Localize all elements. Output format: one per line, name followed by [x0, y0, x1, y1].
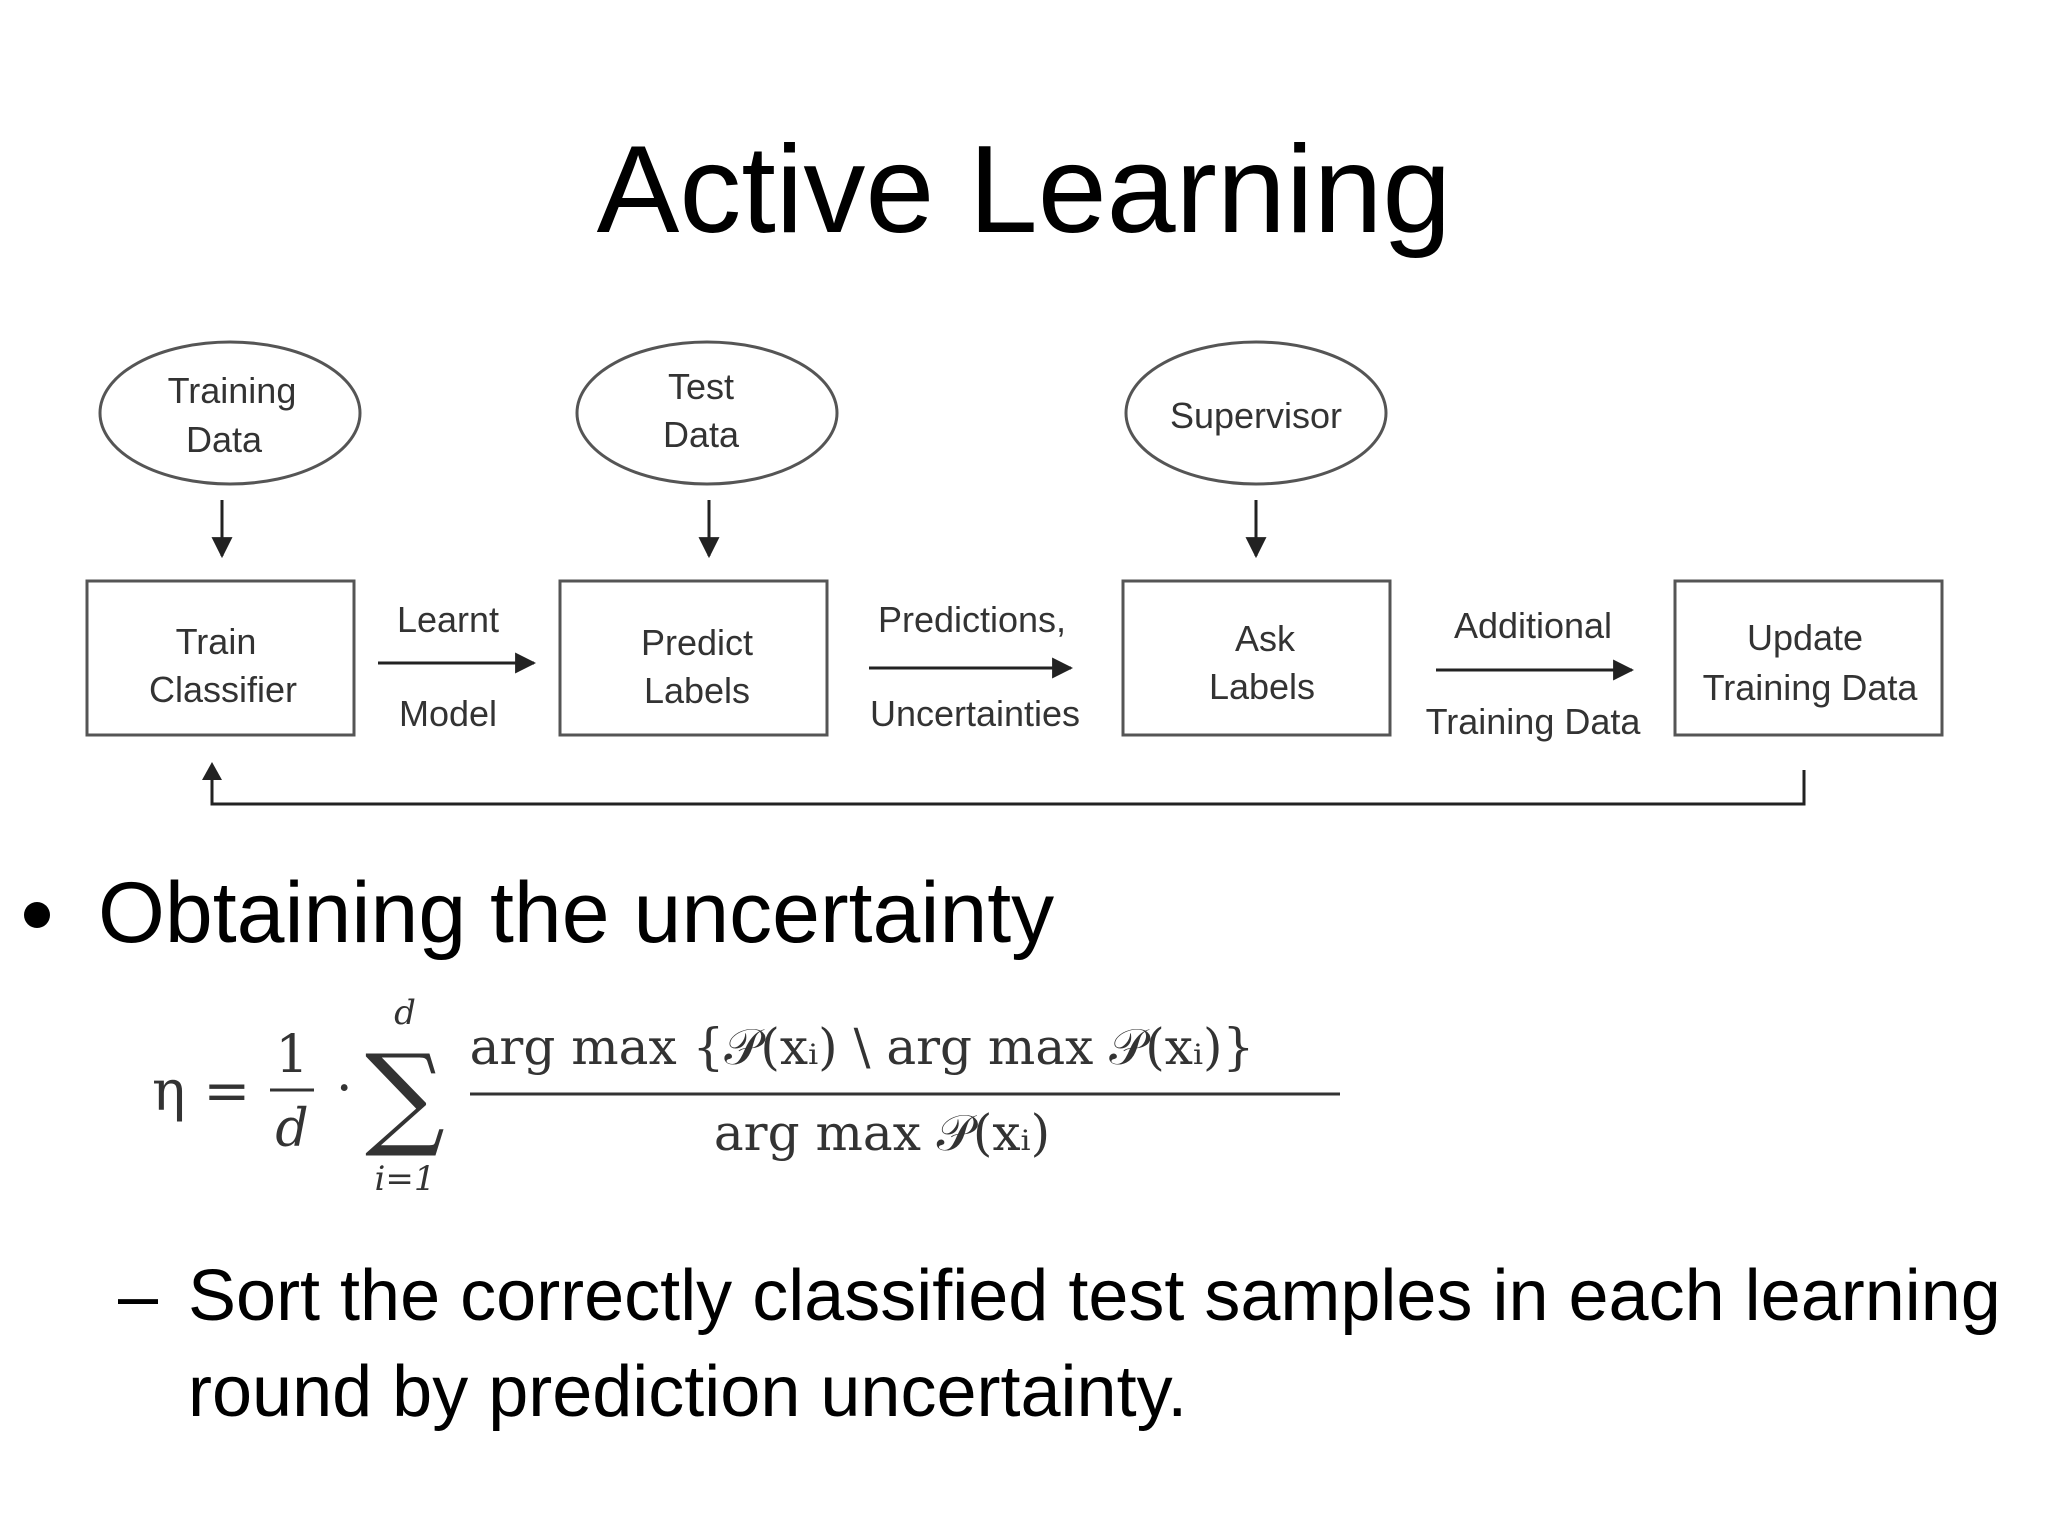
formula-numerator: arg max {𝒫(xᵢ) \ arg max 𝒫(xᵢ)}	[470, 1018, 1255, 1076]
sub-bullet-dash: –	[118, 1256, 159, 1336]
ask-labels-step: Ask Labels	[1121, 579, 1392, 737]
formula-lhs: η =	[152, 1059, 250, 1124]
uncertainty-formula: η = 1 d · d ∑ i=1 arg max {𝒫(xᵢ) \ arg m…	[152, 993, 1352, 1228]
edge-predictions-uncertainties: Predictions, Uncertainties	[869, 599, 1080, 734]
predict-labels-line2: Labels	[644, 670, 750, 711]
train-classifier-line1: Train	[176, 621, 257, 662]
supervisor-input: Supervisor	[1124, 340, 1388, 486]
slide-title: Active Learning	[596, 121, 1452, 259]
feedback-loop-line	[210, 768, 1806, 806]
test-data-label-line1: Test	[668, 366, 734, 407]
feedback-loop-arrowhead	[202, 762, 222, 780]
ask-labels-line1: Ask	[1235, 618, 1296, 659]
edge-learnt-model-bottom: Model	[399, 693, 497, 734]
predict-labels-line1: Predict	[641, 622, 753, 663]
formula-dot: ·	[336, 1059, 353, 1119]
edge-predictions-top: Predictions,	[878, 599, 1066, 640]
formula-svg: η = 1 d · d ∑ i=1 arg max {𝒫(xᵢ) \ arg m…	[152, 993, 1340, 1199]
ask-labels-line2: Labels	[1209, 666, 1315, 707]
predict-labels-step: Predict Labels	[558, 579, 829, 737]
training-data-label-line1: Training	[168, 370, 297, 411]
update-training-data-line2: Training Data	[1703, 667, 1919, 708]
formula-denominator: arg max 𝒫(xᵢ)	[714, 1104, 1050, 1162]
formula-sum-lower: i=1	[375, 1159, 436, 1199]
formula-d: d	[275, 1099, 308, 1159]
train-classifier-step: Train Classifier	[85, 579, 356, 737]
input-arrows	[211, 500, 1267, 559]
formula-sum-symbol: ∑	[365, 1031, 445, 1161]
edge-additional-top: Additional	[1454, 605, 1612, 646]
test-data-input: Test Data	[575, 340, 839, 486]
feedback-loop	[202, 762, 1806, 806]
training-data-input: Training Data	[98, 340, 362, 486]
bullet-text: Obtaining the uncertainty	[98, 865, 1055, 961]
update-training-data-step: Update Training Data	[1673, 579, 1944, 737]
bullet-dot	[24, 902, 50, 928]
formula-sum-upper: d	[394, 994, 416, 1033]
formula-one: 1	[275, 1025, 308, 1085]
train-classifier-line2: Classifier	[149, 669, 297, 710]
training-data-label-line2: Data	[186, 419, 263, 460]
test-data-label-line2: Data	[663, 414, 740, 455]
edge-learnt-model: Learnt Model	[378, 599, 537, 734]
edge-learnt-model-top: Learnt	[397, 599, 499, 640]
sub-bullet-text: Sort the correctly classified test sampl…	[188, 1256, 2001, 1432]
update-training-data-line1: Update	[1747, 617, 1863, 658]
edge-additional-bottom: Training Data	[1426, 701, 1642, 742]
edge-predictions-bottom: Uncertainties	[870, 693, 1080, 734]
edge-additional-training-data: Additional Training Data	[1426, 605, 1642, 742]
supervisor-label: Supervisor	[1170, 395, 1342, 436]
